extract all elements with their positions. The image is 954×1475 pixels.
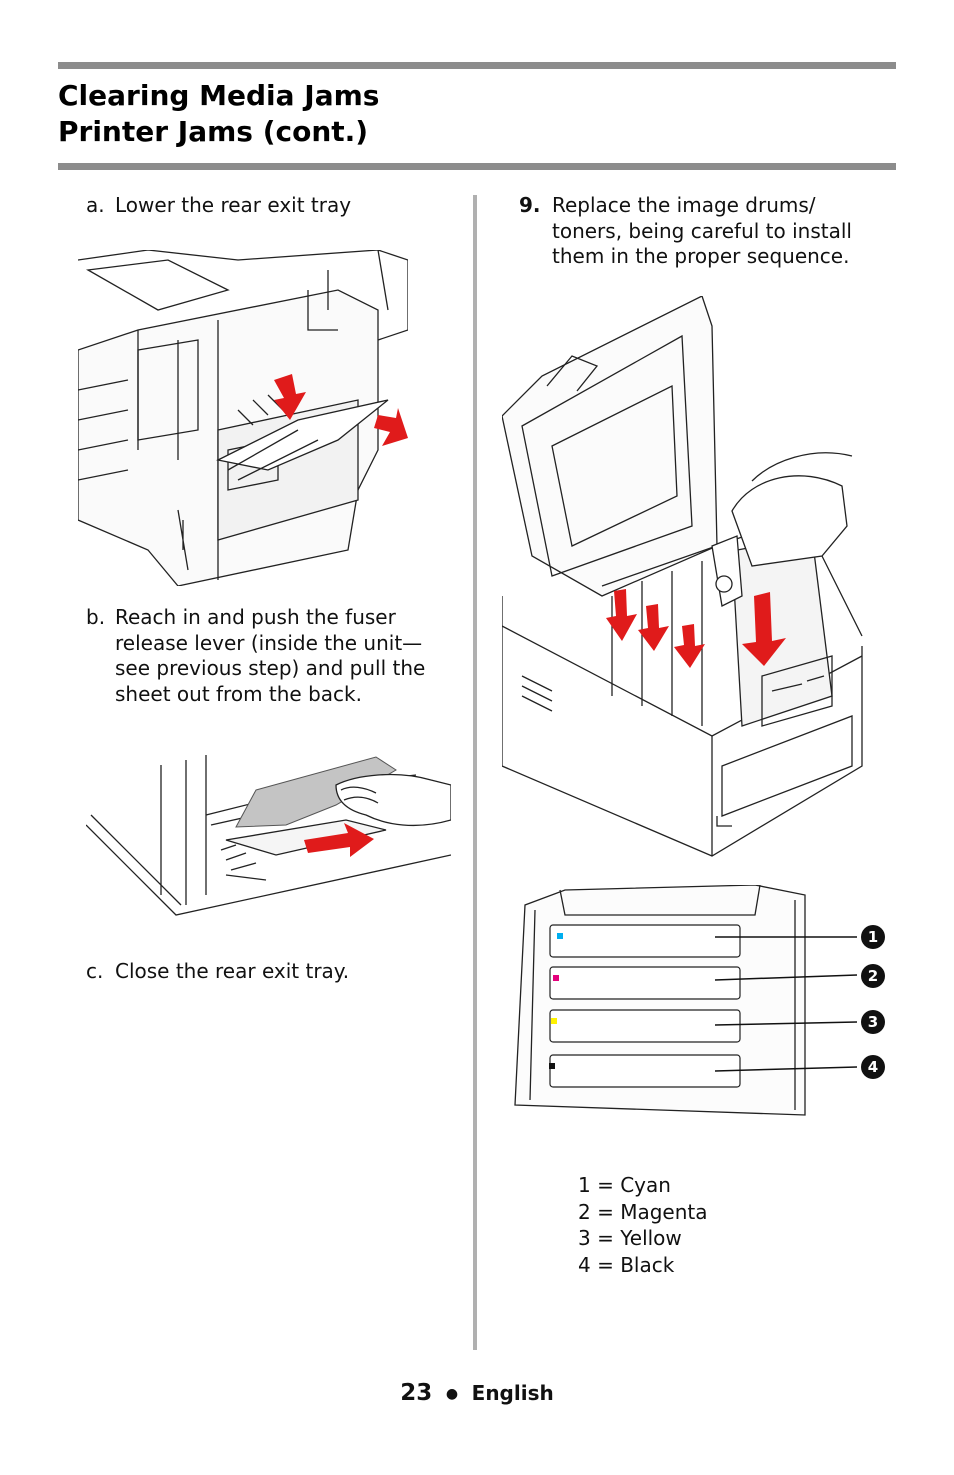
step-a-text: Lower the rear exit tray bbox=[115, 193, 352, 217]
step-9-label: 9. bbox=[519, 193, 541, 217]
page-title: Clearing Media Jams Printer Jams (cont.) bbox=[58, 78, 379, 150]
legend-item: 1 = Cyan bbox=[578, 1173, 671, 1197]
install-drums-illustration bbox=[502, 296, 863, 857]
title-line-2: Printer Jams (cont.) bbox=[58, 115, 369, 148]
column-divider bbox=[473, 195, 477, 1350]
figure-rear-exit-tray bbox=[78, 250, 408, 586]
step-9-line: toners, being careful to install bbox=[552, 218, 852, 243]
step-9-text: Replace the image drums/ toners, being c… bbox=[552, 193, 852, 270]
pull-sheet-illustration bbox=[86, 755, 451, 916]
callout-1: 1 bbox=[868, 928, 878, 946]
bottom-rule bbox=[58, 163, 896, 170]
yellow-marker bbox=[551, 1018, 557, 1024]
callout-3: 3 bbox=[868, 1013, 878, 1031]
figure-install-drums bbox=[502, 296, 867, 858]
step-9-line: Replace the image drums/ bbox=[552, 193, 816, 217]
drum-sequence-illustration: 1 2 3 4 bbox=[514, 885, 885, 1116]
legend-item: 2 = Magenta bbox=[578, 1199, 708, 1224]
magenta-marker bbox=[553, 975, 559, 981]
legend-item: 3 = Yellow bbox=[578, 1226, 682, 1250]
page-footer: 23 ● English bbox=[0, 1380, 954, 1406]
step-a-label: a. bbox=[86, 193, 105, 217]
figure-drum-sequence: 1 2 3 4 bbox=[505, 885, 890, 1125]
rear-exit-tray-illustration bbox=[78, 250, 408, 586]
step-b-line: see previous step) and pull the bbox=[115, 656, 426, 680]
step-b-line: sheet out from the back. bbox=[115, 681, 362, 706]
step-b-line: Reach in and push the fuser bbox=[115, 605, 396, 629]
top-rule bbox=[58, 62, 896, 69]
step-c-text: Close the rear exit tray. bbox=[115, 959, 350, 983]
black-marker bbox=[549, 1063, 555, 1069]
footer-language: English bbox=[471, 1381, 554, 1405]
title-line-1: Clearing Media Jams bbox=[58, 79, 380, 112]
figure-pull-sheet bbox=[86, 745, 451, 920]
step-b-line: release lever (inside the unit— bbox=[115, 630, 423, 655]
page-number: 23 bbox=[400, 1380, 433, 1406]
cyan-marker bbox=[557, 933, 563, 939]
step-9-line: them in the proper sequence. bbox=[552, 244, 850, 268]
bullet-icon: ● bbox=[445, 1386, 459, 1402]
callout-4: 4 bbox=[868, 1058, 878, 1076]
legend-item: 4 = Black bbox=[578, 1252, 675, 1277]
step-b-text: Reach in and push the fuser release leve… bbox=[115, 605, 425, 707]
callout-2: 2 bbox=[868, 967, 878, 985]
step-c-label: c. bbox=[86, 959, 104, 983]
step-b-label: b. bbox=[86, 605, 106, 629]
color-legend: 1 = Cyan 2 = Magenta 3 = Yellow 4 = Blac… bbox=[578, 1172, 707, 1278]
